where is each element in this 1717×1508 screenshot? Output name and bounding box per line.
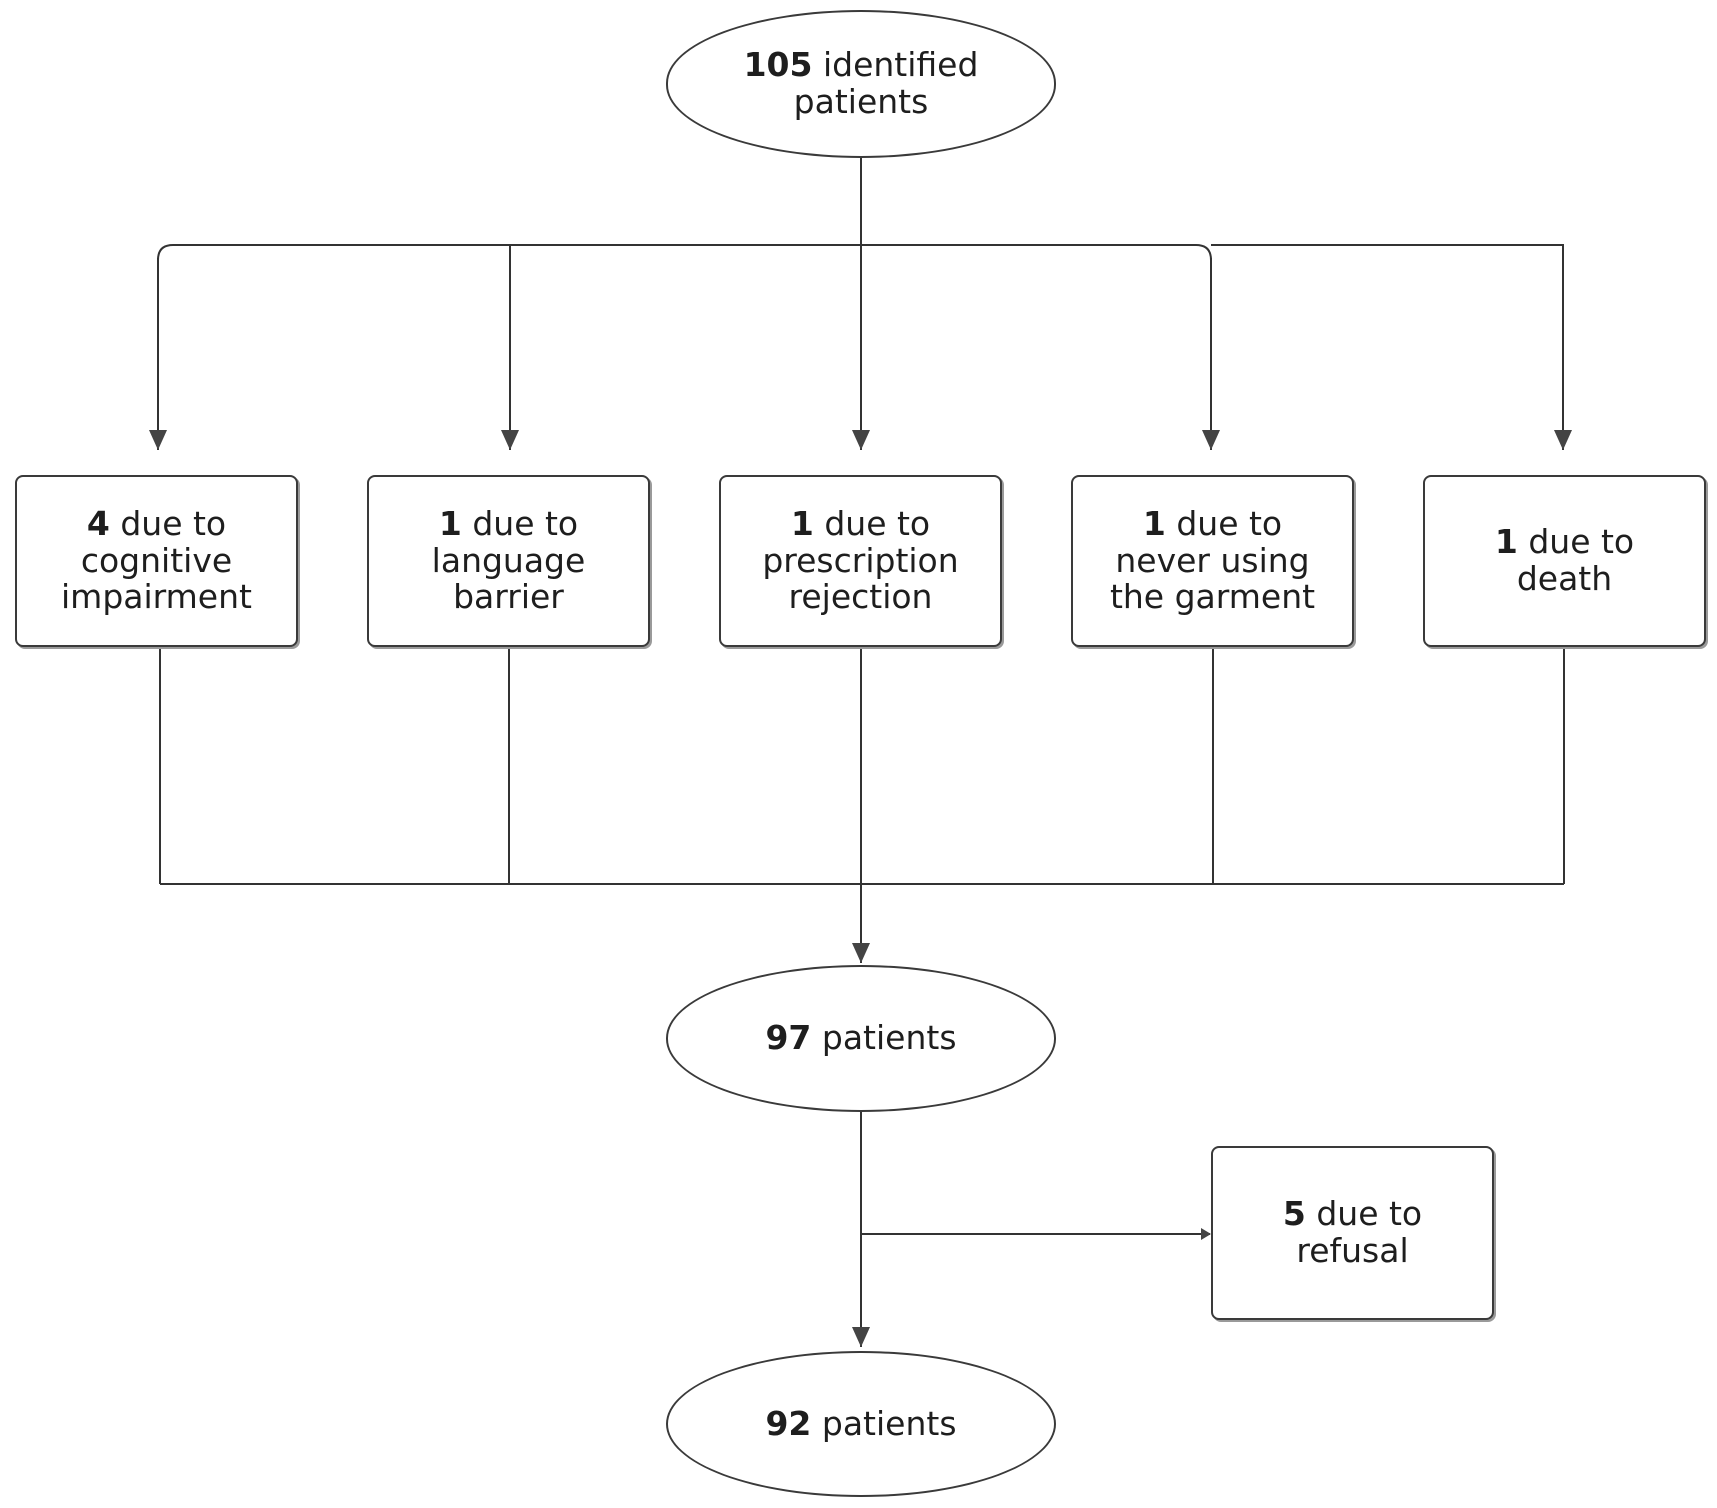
identified-count: 105 xyxy=(743,45,813,85)
exclusion-text: due to death xyxy=(1516,522,1635,598)
middle-text: patients xyxy=(821,1018,957,1058)
identified-text: identified patients xyxy=(793,45,979,121)
node-92-patients: 92 patients xyxy=(666,1351,1056,1497)
refusal-count: 5 xyxy=(1282,1194,1306,1234)
exclusion-box-never-using: 1 due to never using the garment xyxy=(1071,475,1354,647)
exclusion-box-language: 1 due to language barrier xyxy=(367,475,650,647)
node-97-patients: 97 patients xyxy=(666,965,1056,1112)
exclusion-count: 1 xyxy=(438,503,462,543)
exclusion-text: due to language barrier xyxy=(431,503,586,617)
exclusion-count: 4 xyxy=(86,503,110,543)
exclusion-count: 1 xyxy=(1142,503,1166,543)
connector-branch-bar xyxy=(157,244,1564,261)
exclusion-text: due to cognitive impairment xyxy=(61,503,252,617)
exclusion-box-refusal: 5 due to refusal xyxy=(1211,1146,1494,1320)
node-identified-patients: 105 identified patients xyxy=(666,10,1056,158)
exclusion-box-death: 1 due to death xyxy=(1423,475,1706,647)
end-text: patients xyxy=(821,1403,957,1443)
refusal-text: due to refusal xyxy=(1296,1194,1423,1270)
middle-count: 97 xyxy=(765,1018,812,1058)
exclusion-box-prescription: 1 due to prescription rejection xyxy=(719,475,1002,647)
exclusion-text: due to prescription rejection xyxy=(762,503,959,617)
exclusion-box-cognitive: 4 due to cognitive impairment xyxy=(15,475,298,647)
exclusion-count: 1 xyxy=(1494,522,1518,562)
end-count: 92 xyxy=(765,1403,812,1443)
exclusion-text: due to never using the garment xyxy=(1109,503,1316,617)
exclusion-count: 1 xyxy=(790,503,814,543)
